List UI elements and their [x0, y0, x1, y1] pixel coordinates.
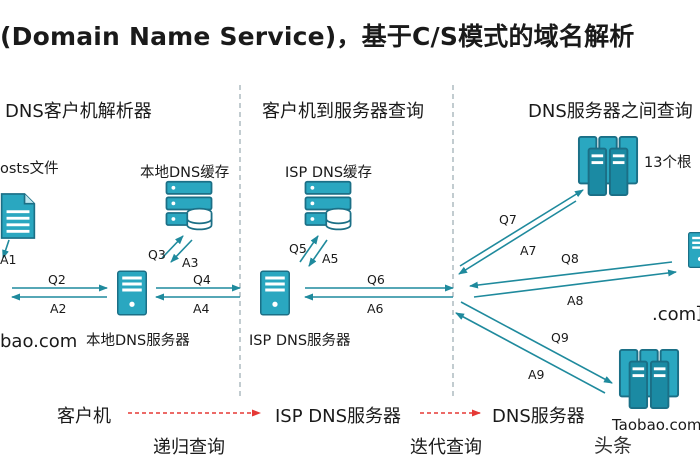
edge-label-q7: Q7 [499, 212, 517, 227]
edge-label-a4: A4 [193, 301, 210, 316]
local-dns-cache-label: 本地DNS缓存 [140, 165, 230, 181]
taobao-server-label: Taobao.com [612, 416, 700, 434]
edge-label-a7: A7 [520, 243, 537, 258]
taobao-label: bao.com [0, 331, 78, 352]
isp-dns-cache-icon [304, 180, 352, 231]
flow-dns-server: DNS服务器 [492, 406, 585, 427]
hosts-file-label: osts文件 [0, 161, 59, 177]
local-dns-cache-icon [165, 180, 213, 231]
edge-a3 [170, 239, 193, 263]
edge-label-a9: A9 [528, 367, 545, 382]
page-title: (Domain Name Service)，基于C/S模式的域名解析 [0, 22, 635, 51]
local-dns-server-icon [117, 270, 147, 316]
isp-dns-server-icon [260, 270, 290, 316]
edge-q8 [469, 261, 673, 289]
flow-isp-dns-server: ISP DNS服务器 [275, 406, 402, 427]
flow-client: 客户机 [57, 406, 111, 427]
watermark-text: 头条 [594, 435, 633, 457]
com-tld-label: .com顶 [652, 304, 700, 325]
section-between-servers: DNS服务器之间查询 [528, 101, 693, 122]
isp-dns-server-label: ISP DNS服务器 [249, 333, 351, 349]
edge-label-q2: Q2 [48, 272, 66, 287]
edge-label-a3: A3 [182, 255, 199, 270]
hosts-file-icon [0, 193, 36, 239]
com-tld-server-icon [688, 231, 700, 269]
root-servers-label: 13个根 [644, 155, 692, 171]
root-servers-icon [577, 135, 639, 197]
section-client: DNS客户机解析器 [5, 101, 152, 122]
flow-recursive-label: 递归查询 [153, 437, 225, 458]
edge-label-q4: Q4 [193, 272, 211, 287]
edge-a1 [2, 239, 10, 259]
edge-q9 [460, 301, 613, 384]
edge-label-q3: Q3 [148, 247, 166, 262]
flow-iterative-label: 迭代查询 [410, 437, 482, 458]
edge-a5 [308, 239, 328, 267]
edge-label-a8: A8 [567, 293, 584, 308]
edge-label-a1: A1 [0, 252, 17, 267]
edge-a8 [473, 269, 677, 298]
edge-label-q5: Q5 [289, 241, 307, 256]
local-dns-server-label: 本地DNS服务器 [86, 333, 190, 349]
edge-label-a2: A2 [50, 301, 67, 316]
edge-a9 [455, 312, 606, 394]
edge-label-q8: Q8 [561, 251, 579, 266]
edge-q3 [161, 235, 184, 259]
section-client-to-server: 客户机到服务器查询 [262, 101, 424, 122]
edge-label-a6: A6 [367, 301, 384, 316]
edge-label-q6: Q6 [367, 272, 385, 287]
edge-q7 [459, 189, 584, 267]
edge-label-q9: Q9 [551, 330, 569, 345]
edge-q5 [299, 235, 319, 263]
isp-dns-cache-label: ISP DNS缓存 [285, 165, 373, 181]
edge-label-a5: A5 [322, 251, 339, 266]
taobao-server-icon [618, 348, 680, 410]
edge-a7 [458, 200, 577, 275]
